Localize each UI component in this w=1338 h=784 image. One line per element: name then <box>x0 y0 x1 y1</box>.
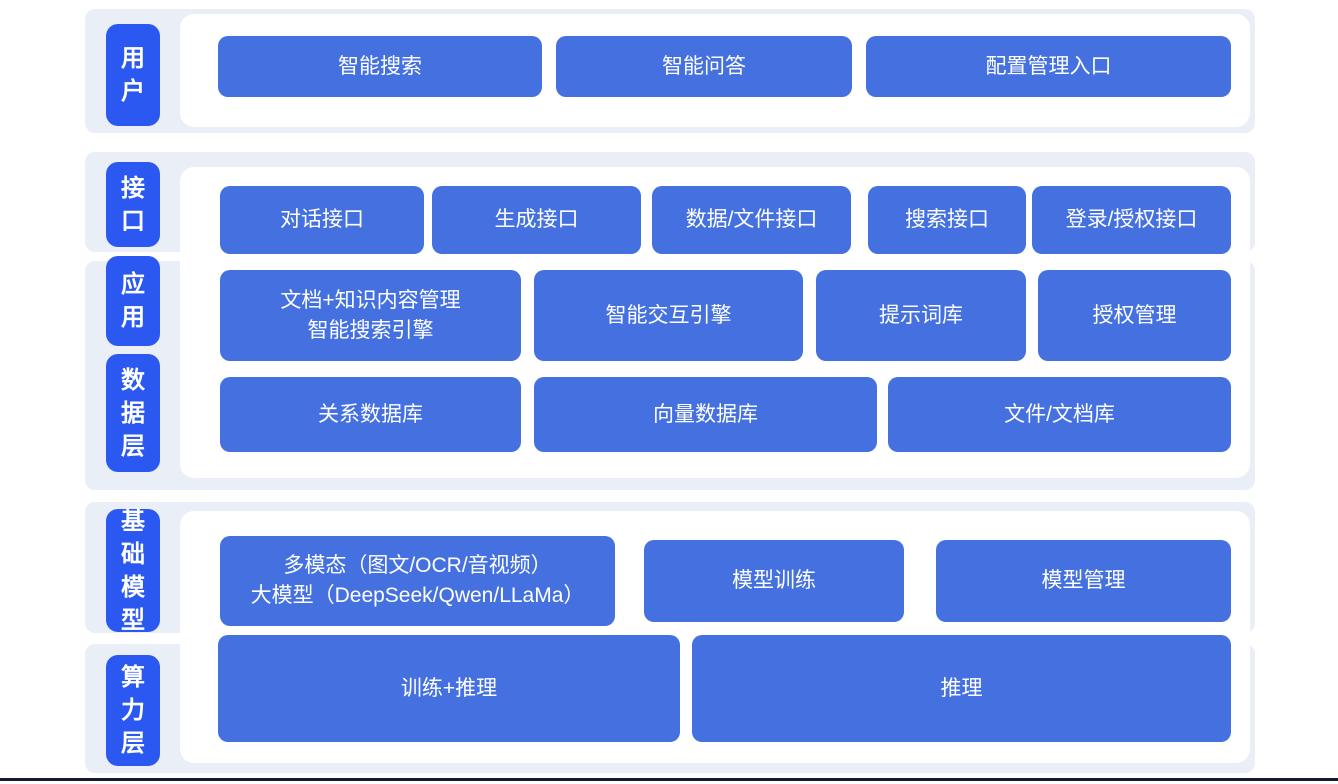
block-multimodal-llm: 多模态（图文/OCR/音视频） 大模型（DeepSeek/Qwen/LLaMa） <box>220 536 615 626</box>
block-login-auth-api: 登录/授权接口 <box>1032 186 1231 254</box>
layer-label-user: 用 户 <box>106 24 160 126</box>
block-data-file-api: 数据/文件接口 <box>652 186 851 254</box>
block-doc-knowledge-search-engine: 文档+知识内容管理 智能搜索引擎 <box>220 270 521 361</box>
layer-label-application: 应 用 <box>106 256 160 346</box>
block-inference: 推理 <box>692 635 1231 742</box>
block-model-training: 模型训练 <box>644 540 904 622</box>
block-model-management: 模型管理 <box>936 540 1231 622</box>
block-generation-api: 生成接口 <box>432 186 641 254</box>
block-training-inference: 训练+推理 <box>218 635 680 742</box>
block-prompt-library: 提示词库 <box>816 270 1026 361</box>
layer-label-data-layer: 数 据 层 <box>106 354 160 472</box>
bottom-divider <box>0 778 1338 781</box>
block-auth-management: 授权管理 <box>1038 270 1231 361</box>
block-interaction-engine: 智能交互引擎 <box>534 270 803 361</box>
block-config-management-entry: 配置管理入口 <box>866 36 1231 97</box>
layer-label-interface: 接 口 <box>106 162 160 247</box>
block-dialog-api: 对话接口 <box>220 186 424 254</box>
layer-label-foundation-model: 基 础 模 型 <box>106 508 160 634</box>
block-smart-qa: 智能问答 <box>556 36 852 97</box>
block-search-api: 搜索接口 <box>868 186 1026 254</box>
block-smart-search: 智能搜索 <box>218 36 542 97</box>
block-vector-db: 向量数据库 <box>534 377 877 452</box>
layer-label-compute-layer: 算 力 层 <box>106 655 160 766</box>
block-file-doc-store: 文件/文档库 <box>888 377 1231 452</box>
block-relational-db: 关系数据库 <box>220 377 521 452</box>
